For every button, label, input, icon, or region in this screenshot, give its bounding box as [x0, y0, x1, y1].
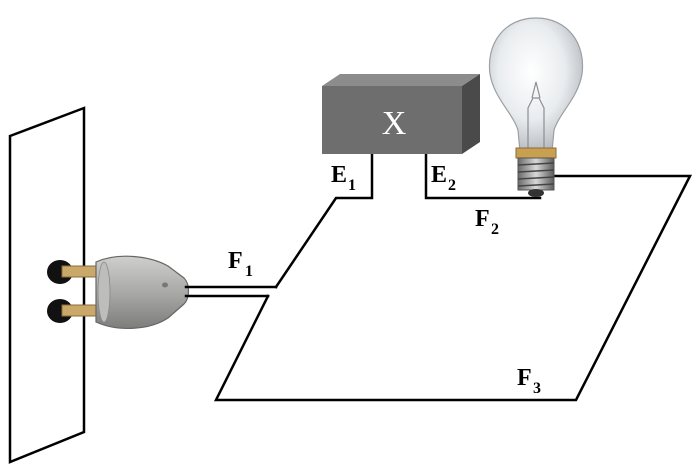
label-f1-letter: F: [228, 248, 243, 274]
label-f1-index: 1: [245, 263, 253, 280]
label-f3: F 3: [517, 365, 541, 397]
label-e1-letter: E: [331, 162, 347, 188]
label-f3-letter: F: [517, 365, 532, 391]
light-bulb: [488, 17, 584, 197]
label-e1: E 1: [331, 162, 356, 194]
wire-f1-to-e1: [274, 152, 374, 289]
label-e2: E 2: [431, 162, 456, 194]
bulb-threads: [517, 162, 555, 187]
plug-body: [95, 255, 190, 329]
wire-bulb-to-f3: [213, 174, 693, 402]
bulb-filament: [527, 81, 545, 148]
label-f3-index: 3: [533, 380, 541, 397]
power-plug: [61, 255, 190, 329]
wall-outlet-panel: [8, 106, 86, 464]
plug-rib: [97, 261, 111, 323]
label-e1-index: 1: [348, 177, 356, 194]
plug-pin-bottom: [61, 304, 99, 317]
label-e2-index: 2: [448, 177, 456, 194]
plug-screw: [162, 282, 168, 288]
device-box-front: [322, 86, 462, 154]
device-box-top: [322, 74, 480, 86]
circuit-wires: [184, 152, 693, 402]
device-box: X: [322, 74, 480, 154]
bulb-collar: [515, 147, 557, 159]
device-box-side: [462, 74, 480, 154]
plug-pin-top: [61, 265, 99, 278]
label-f2-letter: F: [475, 206, 490, 232]
wire-e2-to-bulb: [424, 152, 542, 200]
device-label: X: [382, 105, 407, 142]
label-f2: F 2: [475, 206, 499, 238]
label-f1: F 1: [228, 248, 253, 280]
label-e2-letter: E: [431, 162, 447, 188]
bulb-contact: [528, 189, 544, 197]
bulb-glass: [488, 17, 584, 153]
label-f2-index: 2: [491, 221, 499, 238]
